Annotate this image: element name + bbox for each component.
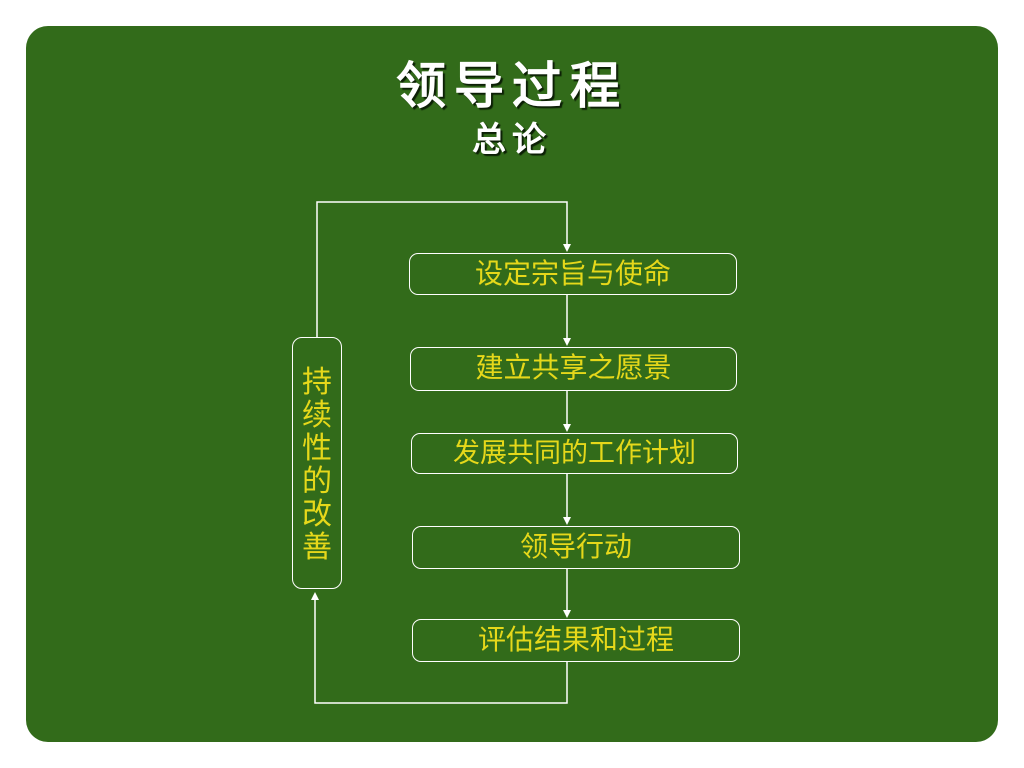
step-label: 建立共享之愿景	[475, 351, 672, 384]
step-label: 评估结果和过程	[477, 623, 674, 656]
step-set-mission[interactable]: 设定宗旨与使命	[409, 253, 737, 295]
step-shared-vision[interactable]: 建立共享之愿景	[410, 347, 737, 391]
loop-char: 持	[302, 365, 332, 400]
step-work-plan[interactable]: 发展共同的工作计划	[411, 433, 738, 474]
step-lead-action[interactable]: 领导行动	[412, 526, 740, 569]
loop-char: 改	[302, 497, 332, 532]
loop-char: 的	[302, 464, 332, 499]
loop-return-top-connector	[316, 201, 571, 337]
step-evaluate[interactable]: 评估结果和过程	[412, 619, 740, 662]
page-subtitle: 总论	[472, 120, 552, 160]
loop-char: 性	[302, 431, 332, 466]
loop-char: 续	[302, 398, 332, 433]
loop-char: 善	[302, 530, 332, 565]
continuous-improvement-box[interactable]: 持 续 性 的 改 善	[292, 337, 342, 589]
page-title: 领导过程	[396, 56, 628, 115]
slide-background	[26, 26, 998, 742]
step-label: 设定宗旨与使命	[474, 257, 671, 290]
step-label: 发展共同的工作计划	[453, 438, 696, 469]
loop-return-bottom-connector	[311, 592, 568, 704]
step-label: 领导行动	[519, 530, 632, 563]
